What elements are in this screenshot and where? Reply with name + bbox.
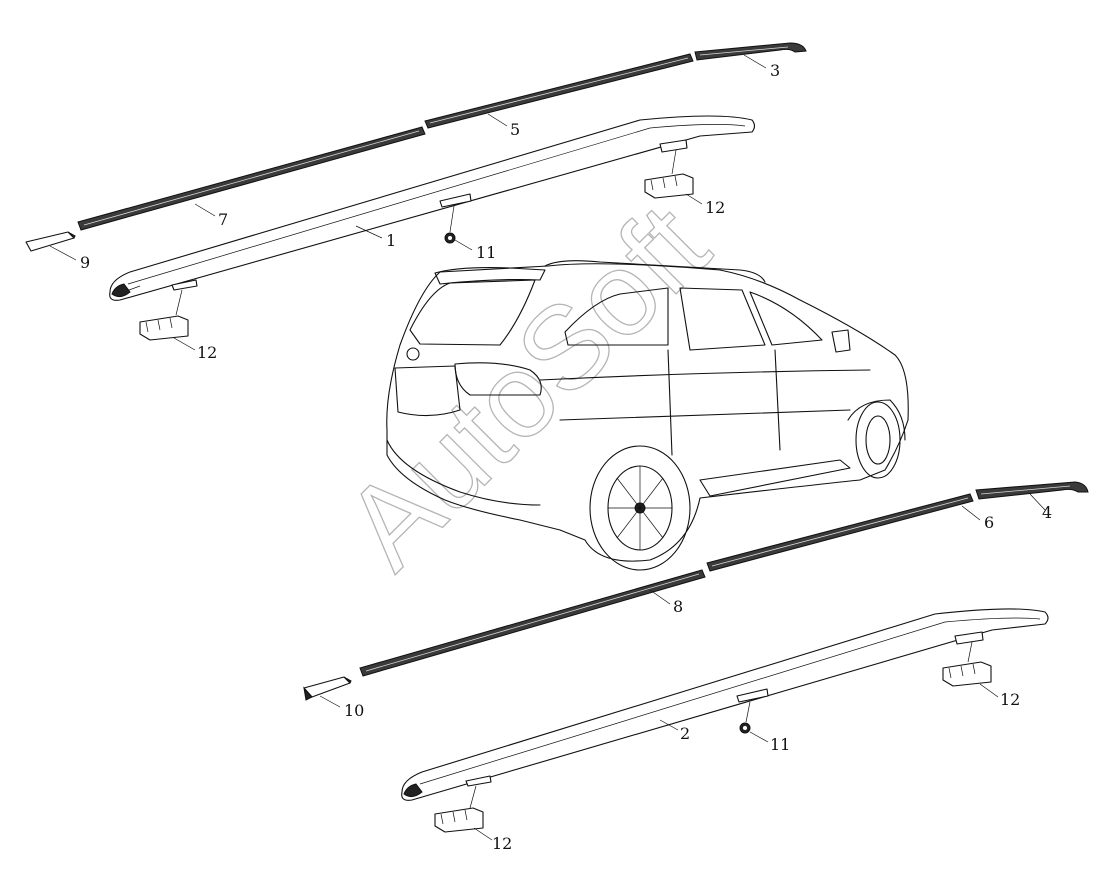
part-6-molding-strip (706, 493, 974, 572)
callout-4: 4 (1042, 503, 1052, 522)
watermark-text: AutoSoft (320, 180, 733, 593)
callout-6: 6 (984, 513, 994, 532)
callout-12-upper-rear: 12 (705, 198, 725, 217)
callout-12-upper-front: 12 (197, 343, 217, 362)
part-1-roof-rail (109, 115, 756, 301)
part-12-clip (644, 149, 694, 199)
callout-3: 3 (770, 61, 780, 80)
part-12-clip (942, 641, 992, 687)
callout-9: 9 (80, 253, 90, 272)
part-5-molding-strip (424, 53, 694, 129)
part-8-molding-strip (359, 569, 706, 677)
callout-5: 5 (510, 120, 520, 139)
part-11-nut (739, 701, 751, 734)
part-10-end-cap (303, 676, 352, 701)
part-7-molding-strip (77, 126, 426, 231)
callout-12-lower-rear: 12 (1000, 690, 1020, 709)
callout-labels: 3 5 7 9 1 11 12 12 4 6 8 10 12 2 11 12 (80, 61, 1052, 853)
callout-1: 1 (386, 231, 396, 250)
callout-2: 2 (680, 724, 690, 743)
callout-10: 10 (344, 701, 364, 720)
part-12-clip (139, 289, 189, 341)
part-11-nut (444, 205, 456, 244)
callout-12-lower-front: 12 (492, 834, 512, 853)
part-4-end-cap (975, 481, 1089, 500)
callout-11-lower: 11 (770, 735, 790, 754)
callout-7: 7 (218, 210, 228, 229)
leader-lines (49, 54, 1046, 841)
vehicle-illustration (386, 260, 909, 571)
part-12-clip (434, 785, 484, 833)
part-3-end-cap (694, 42, 807, 61)
callout-8: 8 (673, 597, 683, 616)
callout-11-upper: 11 (476, 243, 496, 262)
part-9-end-cap (25, 231, 76, 252)
part-2-roof-rail (401, 608, 1049, 801)
